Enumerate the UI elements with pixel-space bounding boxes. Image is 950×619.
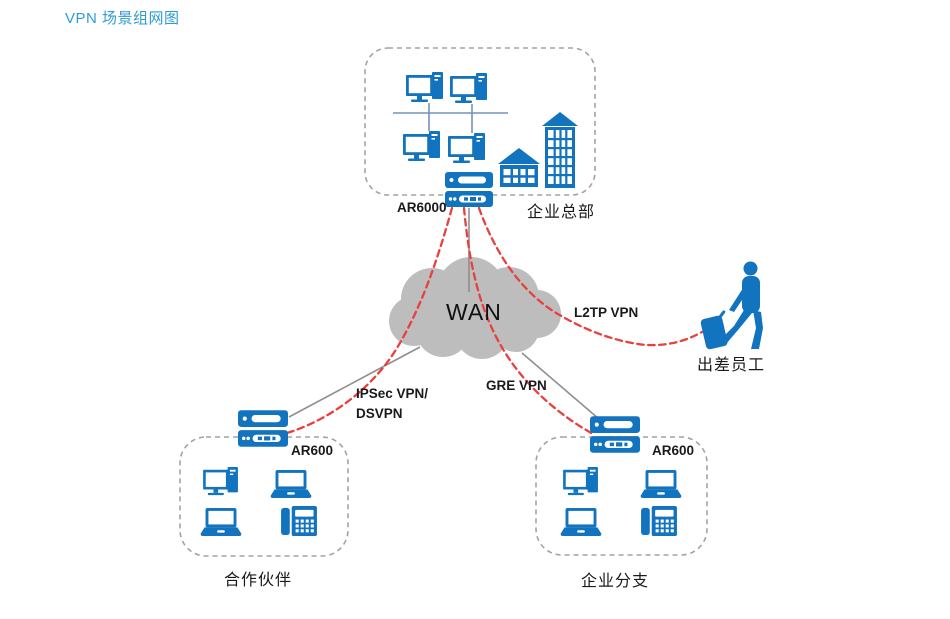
wan-cloud	[389, 257, 561, 359]
tunnel-l2tp	[477, 206, 704, 347]
desktop-pc-icon	[406, 72, 443, 102]
partner-ar600-label: AR600	[291, 443, 334, 458]
tall-building-icon	[542, 112, 578, 188]
hq-group-boundary	[364, 47, 596, 196]
traveler-icon	[699, 261, 763, 351]
vpn-tunnels	[285, 206, 704, 436]
branch-ar600-label: AR600	[652, 443, 695, 458]
desktop-pc-icon	[203, 466, 238, 496]
desktop-pc-icon	[448, 133, 485, 163]
link-wan-partner	[288, 346, 421, 418]
desktop-pc-icon	[450, 73, 487, 103]
link-wan-branch	[521, 352, 600, 420]
ar6000-label: AR6000	[397, 200, 447, 215]
desktop-pc-icon	[403, 131, 440, 161]
gre-vpn-label: GRE VPN	[486, 378, 547, 393]
branch-group-boundary	[535, 436, 708, 556]
ip-phone-icon	[641, 505, 677, 537]
partner-label: 合作伙伴	[224, 572, 293, 589]
hq-label: 企业总部	[527, 204, 596, 221]
desktop-pc-icon	[563, 466, 598, 496]
tunnel-gre	[462, 206, 595, 436]
ar6000-router-icon	[445, 172, 493, 207]
traveler-label: 出差员工	[697, 357, 766, 374]
branch-label: 企业分支	[581, 573, 650, 590]
partner-ar600-router-icon	[238, 410, 288, 447]
ipsec-label-line1: IPSec VPN/	[356, 386, 429, 401]
wan-label: WAN	[446, 299, 502, 325]
laptop-icon	[560, 508, 602, 537]
ip-phone-icon	[281, 505, 317, 537]
l2tp-vpn-label: L2TP VPN	[574, 305, 639, 320]
tunnel-ipsec-dsvpn	[285, 206, 454, 435]
laptop-icon	[200, 508, 242, 537]
physical-links	[288, 208, 600, 420]
laptop-icon	[270, 470, 312, 499]
ipsec-dsvpn-label: IPSec VPN/DSVPN	[356, 384, 428, 424]
hq-lan-bus	[393, 103, 508, 133]
ipsec-label-line2: DSVPN	[356, 406, 403, 421]
branch-ar600-router-icon	[590, 416, 640, 453]
small-building-icon	[498, 148, 540, 187]
laptop-icon	[640, 470, 682, 499]
page-title: VPN 场景组网图	[65, 10, 180, 27]
